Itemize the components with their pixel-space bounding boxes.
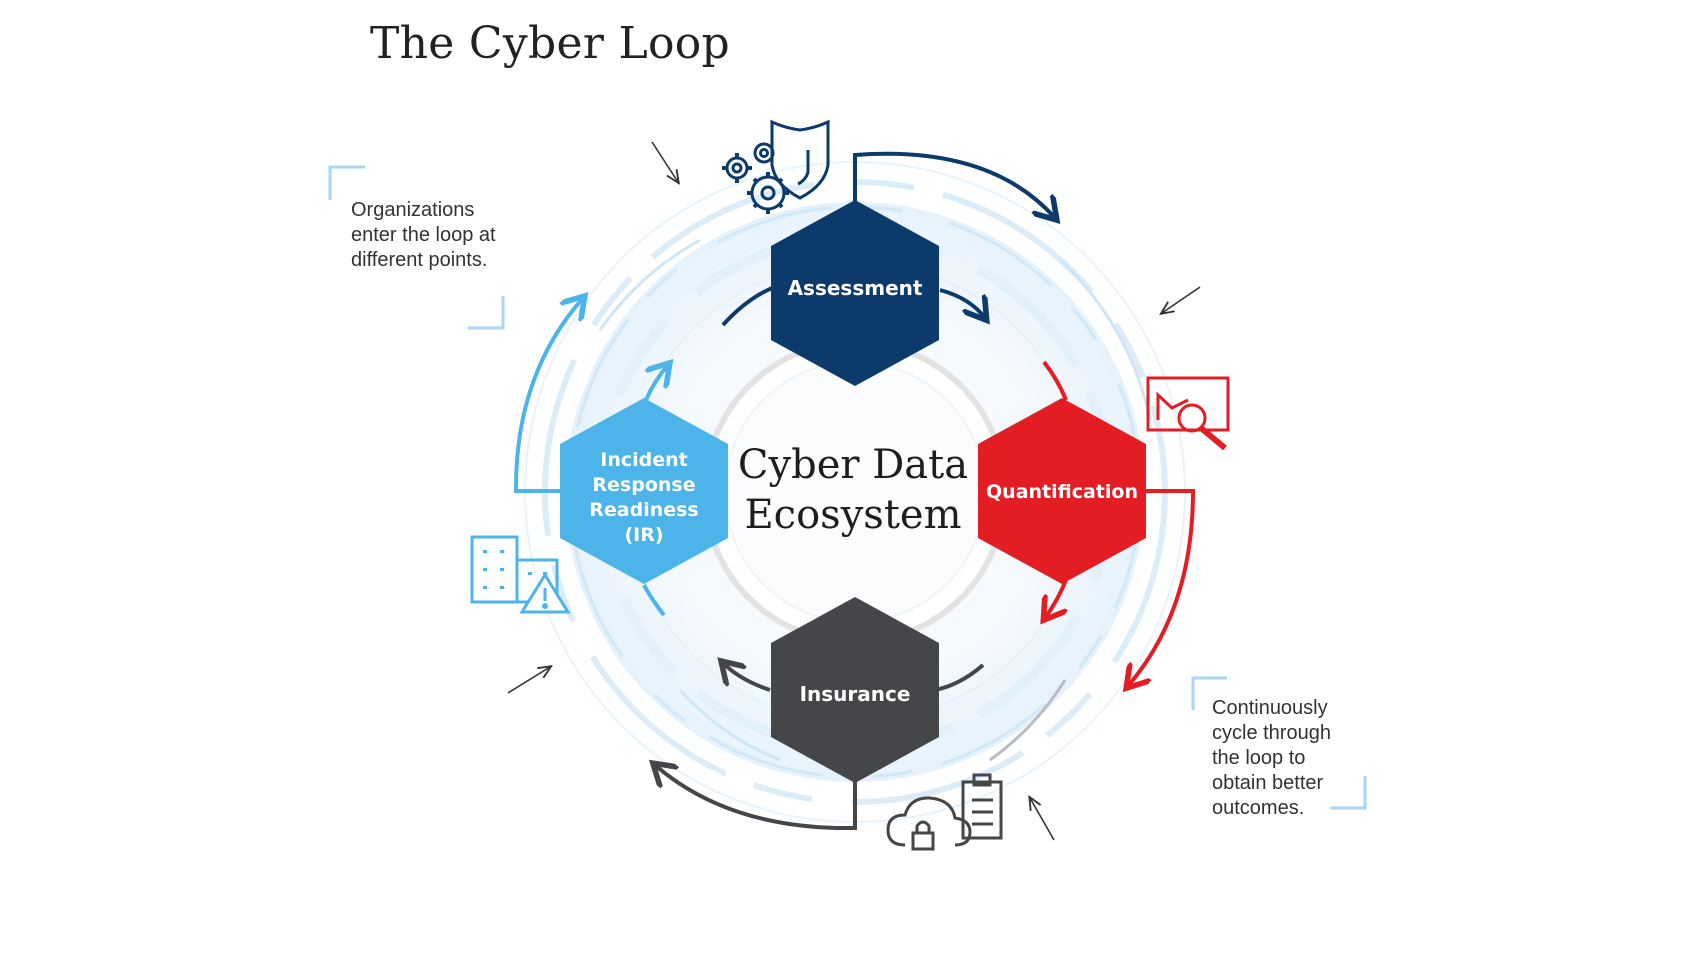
hex-ir-line-4: (IR) <box>624 524 663 546</box>
center-title-line-2: Ecosystem <box>744 492 961 538</box>
note-enter-loop: Organizations enter the loop at differen… <box>351 199 496 271</box>
center-title-line-1: Cyber Data <box>738 442 968 488</box>
cloud-lock-clipboard-icon <box>886 773 1003 851</box>
buildings-warning-icon <box>470 535 571 614</box>
hex-quantification-label: Quantification <box>986 481 1138 503</box>
page-title: The Cyber Loop <box>370 18 731 69</box>
hex-insurance-label: Insurance <box>800 682 911 706</box>
entry-pointer-arrows <box>507 141 1201 841</box>
hex-assessment: Assessment <box>771 200 939 386</box>
flow-arrows <box>513 151 1196 831</box>
hex-quantification: Quantification <box>978 398 1146 584</box>
gears-shield-icon <box>722 119 830 214</box>
corner-brackets <box>328 165 1367 810</box>
hex-ir-line-2: Response <box>592 474 695 496</box>
hex-insurance: Insurance <box>771 597 939 783</box>
hex-incident-response: Incident Response Readiness (IR) <box>560 398 728 584</box>
hex-ir-line-1: Incident <box>600 449 687 471</box>
hex-ir-line-3: Readiness <box>589 499 698 521</box>
note-continuous-cycle: Continuously cycle through the loop to o… <box>1212 697 1331 819</box>
chart-magnifier-icon <box>1146 376 1230 451</box>
hex-assessment-label: Assessment <box>788 276 923 300</box>
